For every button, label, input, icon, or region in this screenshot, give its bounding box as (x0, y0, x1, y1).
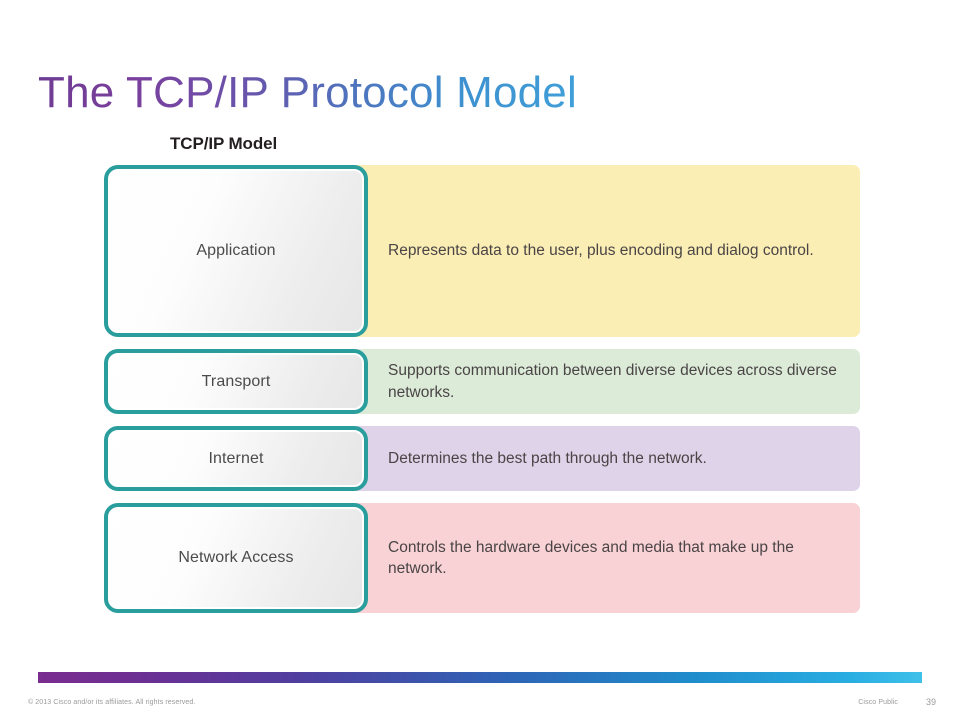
layer-description-panel-application: Represents data to the user, plus encodi… (354, 165, 860, 337)
footer-gradient-bar (38, 672, 922, 683)
layer-box-transport: Transport (104, 349, 368, 414)
layer-name-network-access: Network Access (178, 549, 294, 566)
footer-page-number: 39 (925, 697, 936, 707)
layer-box-internet: Internet (104, 426, 368, 491)
layer-description-internet: Determines the best path through the net… (388, 449, 707, 467)
layer-description-transport: Supports communication between diverse d… (388, 362, 837, 401)
layer-name-internet: Internet (208, 449, 264, 467)
layer-box-application: Application (104, 165, 368, 337)
layer-description-application: Represents data to the user, plus encodi… (388, 242, 814, 260)
tcpip-model-diagram: TCP/IP Model Application Represents data… (104, 134, 860, 613)
layer-row-application: Application Represents data to the user,… (104, 165, 860, 337)
layer-description-panel-transport: Supports communication between diverse d… (354, 349, 860, 414)
layer-box-network-access: Network Access (104, 503, 368, 613)
layer-description-panel-network-access: Controls the hardware devices and media … (354, 503, 860, 613)
page-title: The TCP/IP Protocol Model (38, 68, 577, 117)
layer-row-internet: Internet Determines the best path throug… (104, 426, 860, 491)
footer-copyright: © 2013 Cisco and/or its affiliates. All … (28, 699, 196, 706)
layer-name-application: Application (196, 242, 276, 259)
diagram-heading: TCP/IP Model (170, 134, 278, 153)
layer-description-network-access: Controls the hardware devices and media … (388, 538, 794, 577)
layer-name-transport: Transport (201, 372, 271, 390)
layer-row-transport: Transport Supports communication between… (104, 349, 860, 414)
layer-row-network-access: Network Access Controls the hardware dev… (104, 503, 860, 613)
layer-description-panel-internet: Determines the best path through the net… (354, 426, 860, 491)
footer-classification: Cisco Public (858, 699, 898, 706)
